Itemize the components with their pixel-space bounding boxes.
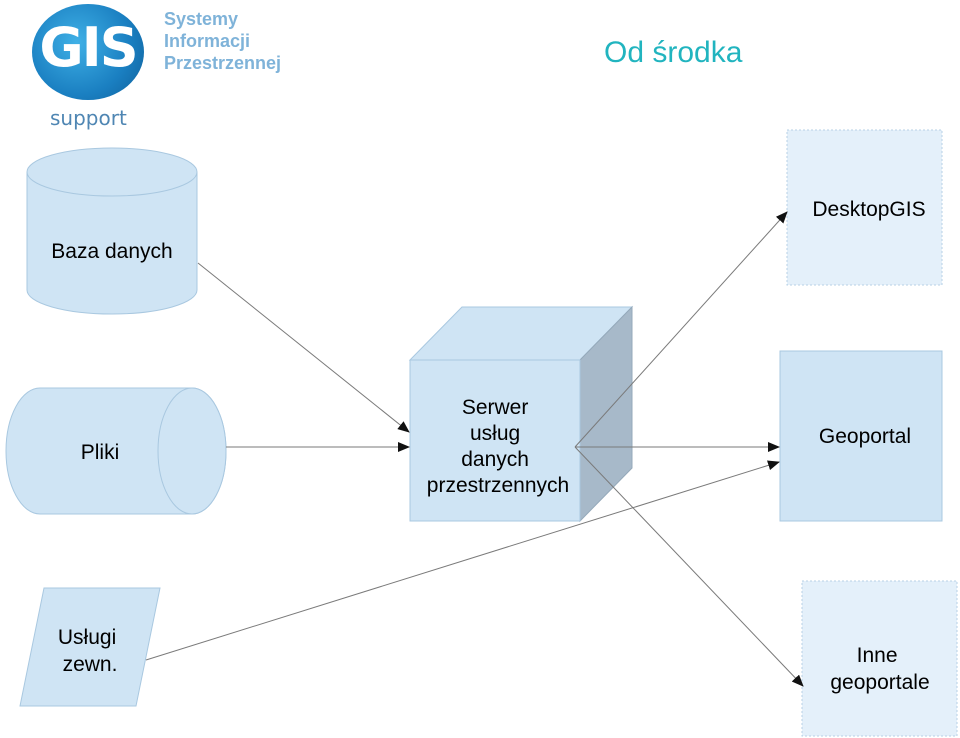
logo-support-text: support <box>50 106 127 130</box>
external-services-label: Usługi <box>58 626 116 649</box>
geoportal-label: Geoportal <box>819 425 911 448</box>
logo-mark: GIS <box>39 16 138 79</box>
logo-tagline: Systemy Informacji Przestrzennej <box>164 8 281 74</box>
server-label: usług <box>470 422 520 445</box>
arrow-server-to-desktop-gis <box>574 211 788 448</box>
external-services-node: Usługi zewn. <box>19 587 161 707</box>
other-geoportals-label: Inne <box>857 644 898 667</box>
svg-text:Inne geoportale: Inne geoportale <box>830 644 929 694</box>
logo-tagline-line: Informacji <box>164 31 251 51</box>
arrow-database-to-server <box>197 262 410 433</box>
files-node: Pliki <box>5 387 227 515</box>
arrow-external-to-geoportal <box>145 460 780 661</box>
svg-text:Serwer usług danyc: Serwer usług danych przestrzennych <box>427 396 569 497</box>
arrow-server-to-other-geoportals <box>574 446 804 687</box>
server-label: przestrzennych <box>427 474 569 497</box>
logo-globe-icon <box>32 4 144 100</box>
desktop-gis-label: DesktopGIS <box>812 198 925 221</box>
server-node: Serwer usług danych przestrzennych <box>408 305 634 523</box>
database-label: Baza danych <box>51 240 172 263</box>
server-label: Serwer <box>462 396 529 419</box>
other-geoportals-label: geoportale <box>830 671 929 694</box>
svg-text:Usługi zewn.: Usługi zewn. <box>58 626 122 676</box>
geoportal-node: Geoportal <box>779 350 943 522</box>
page-title: Od środka <box>604 36 743 69</box>
other-geoportals-node: Inne geoportale <box>801 580 958 737</box>
external-services-label: zewn. <box>63 653 118 676</box>
files-label: Pliki <box>81 441 120 464</box>
logo-tagline-line: Systemy <box>164 9 239 29</box>
server-label: danych <box>461 448 529 471</box>
desktop-gis-node: DesktopGIS <box>786 129 943 286</box>
logo-tagline-line: Przestrzennej <box>164 53 282 73</box>
gis-support-logo: GIS support Systemy Informacji Przestrze… <box>28 2 298 132</box>
database-node: Baza danych <box>26 147 198 315</box>
